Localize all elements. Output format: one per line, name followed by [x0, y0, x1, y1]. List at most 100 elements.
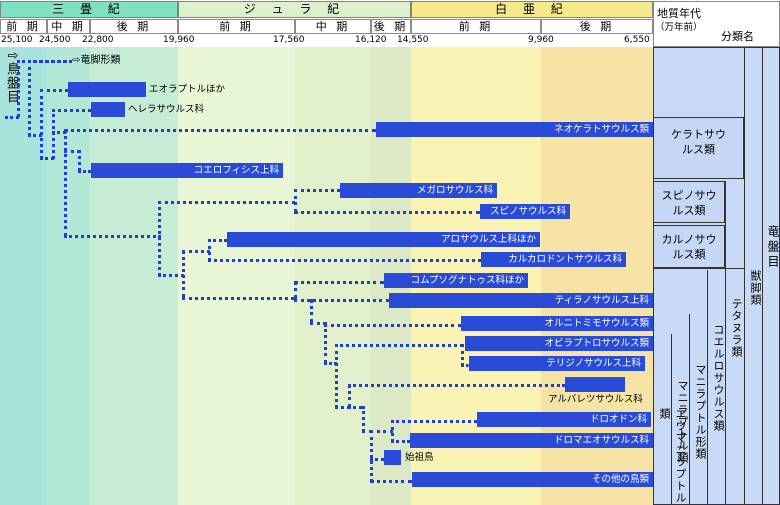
tree-branch [324, 324, 461, 327]
tick-label: 25,100 [1, 35, 33, 45]
tree-branch [335, 406, 350, 409]
tree-branch [28, 60, 66, 63]
tree-branch [310, 322, 326, 325]
taxon-bar [227, 232, 540, 247]
taxon-bar [477, 412, 651, 427]
right-header [653, 1, 780, 47]
taxon-label: テリジノサウルス上科 [546, 358, 641, 369]
taxon-label: 始祖鳥 [405, 452, 434, 463]
geologic-age-label: 地質年代 [657, 7, 701, 20]
group-maniraptoriformes: マニラプトル形類 [694, 364, 707, 460]
epoch-late-triassic: 後 期 [90, 19, 178, 34]
tree-branch [17, 60, 20, 117]
ornithischia-label: ⇧鳥盤目 [4, 50, 19, 104]
taxon-bar [389, 293, 653, 308]
tree-branch [370, 430, 373, 482]
tree-branch [324, 322, 327, 364]
tree-branch [335, 344, 463, 347]
taxon-label: カルカロドントサウルス科 [508, 254, 622, 265]
taxon-label: オビラプトロサウルス類 [544, 338, 649, 349]
taxon-label: スピノサウルス科 [489, 206, 566, 217]
epoch-early-triassic: 前 期 [0, 19, 47, 34]
taxon-bar [384, 450, 401, 465]
taxon-bar [465, 336, 653, 351]
tree-branch [348, 384, 351, 408]
group-maniraptora: マニラプトル類 [676, 380, 689, 464]
classification-label: 分類名 [721, 30, 754, 43]
period-cretaceous: 白 亜 紀 [411, 1, 653, 18]
period-triassic: 三 畳 紀 [0, 1, 178, 18]
epoch-early-cretaceous: 前 期 [411, 19, 541, 34]
taxon-bar [68, 82, 146, 97]
group-ceratosauria: ケラトサウルス類 [653, 117, 744, 179]
tree-branch [28, 134, 42, 137]
tree-branch [64, 129, 376, 132]
taxon-label: メガロサウルス科 [416, 185, 493, 196]
taxon-bar [480, 204, 570, 219]
tree-branch [5, 116, 19, 119]
unit-label: （万年前） [655, 22, 703, 33]
tree-branch [461, 364, 469, 367]
tree-branch [294, 211, 480, 214]
tree-branch [28, 60, 31, 136]
tree-branch [294, 299, 389, 302]
bracket-line [707, 270, 708, 505]
taxon-bar [410, 433, 653, 448]
tree-branch [64, 235, 161, 238]
bracket-line [762, 47, 763, 505]
taxon-label: ドロマエオサウルス科 [553, 435, 649, 446]
taxon-label: エオラプトルほか [149, 84, 226, 95]
group-spinosauria: スピノサウルス類 [653, 181, 725, 223]
taxon-bar [91, 163, 283, 178]
tree-branch [348, 406, 362, 409]
epoch-middle-triassic: 中 期 [47, 19, 90, 34]
tree-branch [52, 109, 91, 112]
tree-branch [158, 201, 295, 204]
tree-branch [391, 420, 394, 442]
tick-label: 9,960 [528, 35, 554, 45]
tick-label: 17,560 [273, 35, 305, 45]
taxon-bar [340, 183, 497, 198]
tree-branch [182, 297, 294, 300]
tree-branch [310, 299, 313, 323]
tree-branch [294, 189, 297, 212]
tree-branch [78, 170, 91, 173]
bracket-line [744, 47, 745, 505]
tree-branch [182, 250, 210, 253]
bracket-line [671, 334, 672, 505]
tree-branch [52, 109, 55, 159]
tree-branch [78, 150, 81, 171]
epoch-middle-jurassic: 中 期 [295, 19, 371, 34]
taxon-label: コエロフィシス上科 [193, 165, 279, 176]
tree-branch [208, 239, 227, 242]
bracket-line [689, 314, 690, 505]
tree-branch [208, 259, 481, 262]
taxon-bar [469, 356, 645, 371]
tree-branch [294, 281, 384, 284]
tree-branch [362, 430, 372, 433]
taxon-label: アロサウルス上科ほか [440, 234, 536, 245]
tree-branch [362, 406, 365, 432]
tree-branch [335, 344, 338, 408]
taxon-bar [384, 273, 528, 288]
group-coelurosauria: コエルロサウルス類 [712, 324, 725, 432]
taxon-label: アルバレツサウルス科 [548, 394, 643, 405]
tree-branch [461, 344, 464, 366]
sauropodomorpha-note: ⇨竜脚形類 [72, 55, 121, 66]
early-triassic-band [0, 47, 47, 505]
middle-jurassic-band [295, 47, 371, 505]
tree-branch [182, 250, 185, 298]
taxon-label: ヘレラサウルス科 [128, 104, 205, 115]
taxon-bar [565, 377, 625, 392]
tree-branch [391, 440, 410, 443]
tick-label: 6,550 [624, 35, 650, 45]
ceratosauria-divider [653, 268, 744, 269]
group-label: カルノサウルス類 [661, 233, 717, 261]
taxon-label: ティラノサウルス上科 [554, 295, 649, 306]
tree-branch [40, 89, 68, 92]
tree-branch [294, 189, 340, 192]
group-eumaniraptora: エウマニラプトル類 [658, 408, 687, 504]
tree-branch [208, 239, 211, 261]
tree-branch [294, 281, 297, 299]
taxon-label: ネオケラトサウルス類 [553, 124, 649, 135]
